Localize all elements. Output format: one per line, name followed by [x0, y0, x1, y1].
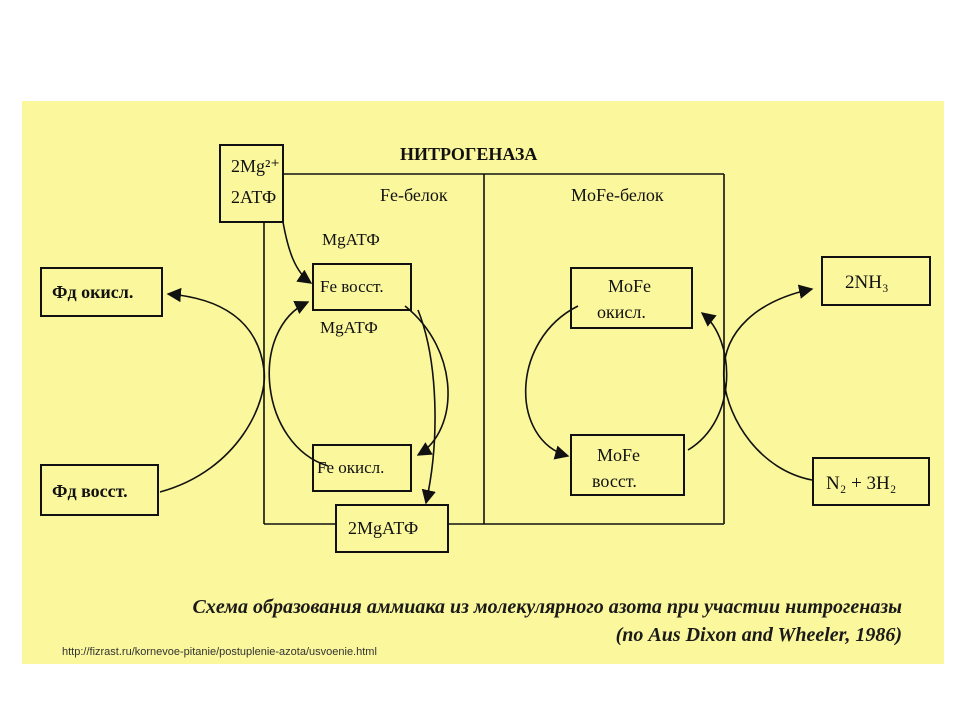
fe-oxidized-label: Fe окисл.: [317, 458, 384, 477]
mofe-reduced-line1: MoFe: [597, 445, 640, 465]
mg-atp-box: [219, 144, 284, 223]
fe-oxidized-box: [312, 444, 412, 492]
mgatp-label-2: MgАТФ: [320, 318, 378, 337]
caption-line1: Схема образования аммиака из молекулярно…: [192, 596, 902, 618]
fe-reduced-box: [312, 263, 412, 311]
mofe-oxidized-line2: окисл.: [597, 302, 646, 322]
nh3-box: [821, 256, 931, 306]
caption-line2: (по Aus Dixon and Wheeler, 1986): [615, 624, 902, 646]
mgatp-label-1: MgАТФ: [322, 230, 380, 249]
nh3-label: 2NH₃: [845, 272, 889, 293]
fd-oxidized-box: [40, 267, 163, 317]
mofe-reduced-box: [570, 434, 685, 496]
diagram-panel: [22, 101, 944, 664]
mgadp-box: [335, 504, 449, 553]
mofe-protein-label: MoFe-белок: [571, 185, 664, 205]
n2-box: [812, 457, 930, 506]
mofe-reduced-line2: восст.: [592, 471, 637, 491]
flow-arrows: [159, 221, 814, 505]
title: НИТРОГЕНАЗА: [400, 144, 537, 164]
source-url: http://fizrast.ru/kornevoe-pitanie/postu…: [62, 646, 377, 658]
fe-protein-label: Fe-белок: [380, 185, 448, 205]
mgadp-label: 2MgАТФ: [348, 518, 418, 538]
mg-atp-line2: 2АТФ: [231, 187, 276, 207]
n2-label: N₂ + 3H₂: [826, 473, 896, 494]
mofe-oxidized-box: [570, 267, 693, 329]
fd-reduced-box: [40, 464, 159, 516]
mg-atp-line1: 2Mg²⁺: [231, 156, 280, 176]
fd-oxidized-label: Фд окисл.: [52, 282, 133, 302]
mofe-oxidized-line1: MoFe: [608, 276, 651, 296]
fe-reduced-label: Fe восст.: [320, 277, 384, 296]
fd-reduced-label: Фд восст.: [52, 481, 128, 501]
